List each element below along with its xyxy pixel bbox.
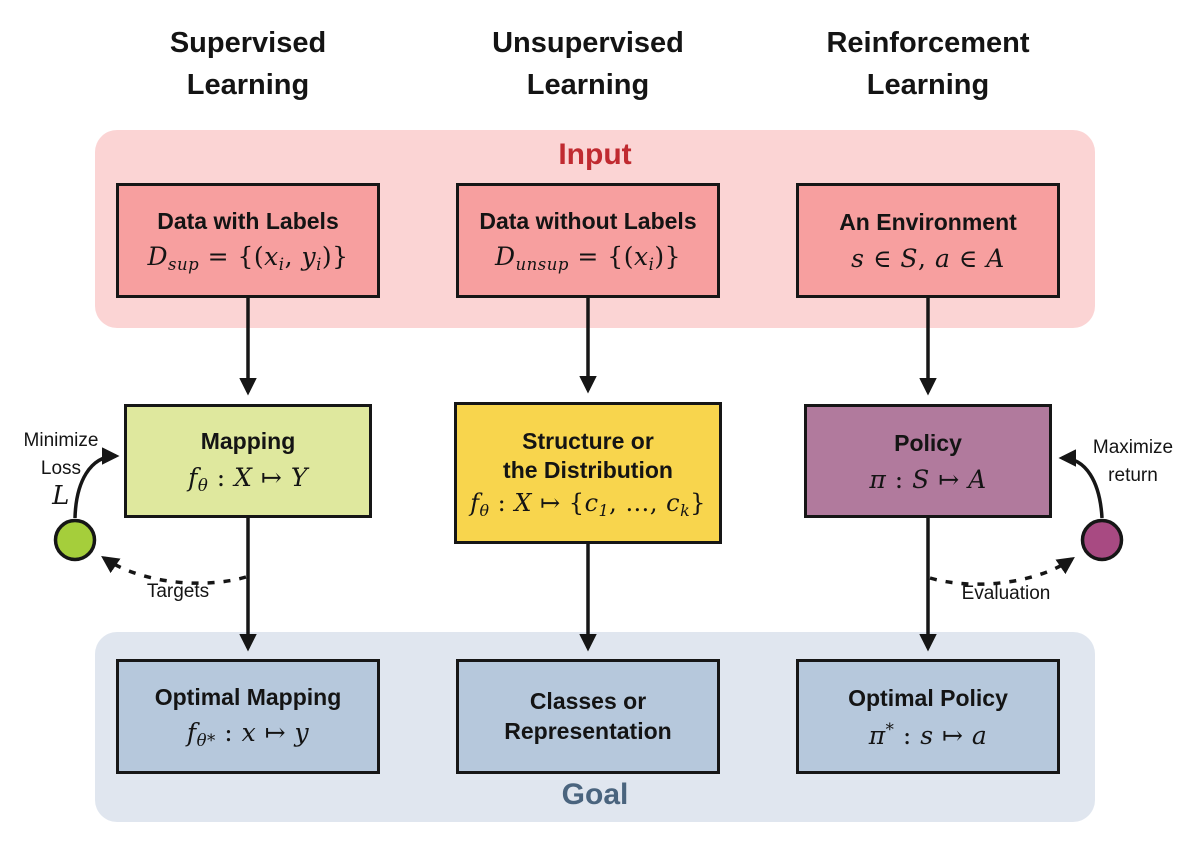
box-title: Optimal Mapping [154, 683, 342, 710]
return-node-icon [1080, 518, 1124, 562]
box-formula: π : S ↦ A [869, 464, 987, 494]
loss-node-icon [53, 518, 97, 562]
goal-band-title: Goal [561, 778, 629, 811]
box-formula: fθ : X ↦ {c1, …, ck} [470, 489, 706, 521]
box-formula: Dsup = {(xi, yi)} [147, 242, 349, 275]
loss-feedback-arrow [73, 447, 120, 519]
box-formula: Dunsup = {(xi)} [494, 242, 682, 275]
box-title: Policy [894, 429, 962, 456]
box-title: Data without Labels [479, 207, 697, 234]
evaluation-dashed-arrow [929, 557, 1075, 586]
box-data-without-labels: Data without Labels Dunsup = {(xi)} [456, 183, 720, 298]
loss-symbol: L [52, 481, 70, 512]
targets-dashed-arrow [101, 556, 247, 585]
box-structure-or-distribution: Structure or the Distribution fθ : X ↦ {… [454, 402, 722, 544]
column-header-reinforcement: Reinforcement Learning [826, 27, 1030, 102]
maximize-return-note: Maximize return [1078, 434, 1188, 489]
box-formula: π* : s ↦ a [868, 719, 988, 750]
box-formula: fθ* : x ↦ y [186, 718, 310, 751]
box-title: Classes or Representation [504, 687, 672, 744]
box-mapping: Mapping fθ : X ↦ Y [124, 404, 372, 518]
input-band-title: Input [558, 138, 632, 171]
box-formula: fθ : X ↦ Y [188, 462, 308, 495]
maximize-return-text: Maximize return [1092, 437, 1174, 486]
evaluation-label: Evaluation [961, 583, 1051, 604]
box-policy: Policy π : S ↦ A [804, 404, 1052, 518]
minimize-loss-note: Minimize Loss L [6, 427, 116, 511]
box-formula: s ∈ S, a ∈ A [851, 244, 1005, 274]
box-title: An Environment [839, 209, 1017, 236]
targets-label: Targets [146, 581, 210, 602]
column-header-unsupervised: Unsupervised Learning [492, 27, 684, 102]
return-feedback-arrow [1058, 449, 1104, 519]
box-title: Mapping [200, 428, 296, 455]
box-data-with-labels: Data with Labels Dsup = {(xi, yi)} [116, 183, 380, 298]
minimize-loss-text: Minimize Loss [23, 430, 99, 479]
box-optimal-policy: Optimal Policy π* : s ↦ a [796, 659, 1060, 774]
box-title: Structure or the Distribution [503, 427, 673, 484]
box-an-environment: An Environment s ∈ S, a ∈ A [796, 183, 1060, 298]
box-classes-or-representation: Classes or Representation [456, 659, 720, 774]
column-header-supervised: Supervised Learning [169, 27, 327, 102]
box-title: Data with Labels [157, 207, 339, 234]
box-title: Optimal Policy [848, 684, 1008, 711]
box-optimal-mapping: Optimal Mapping fθ* : x ↦ y [116, 659, 380, 774]
